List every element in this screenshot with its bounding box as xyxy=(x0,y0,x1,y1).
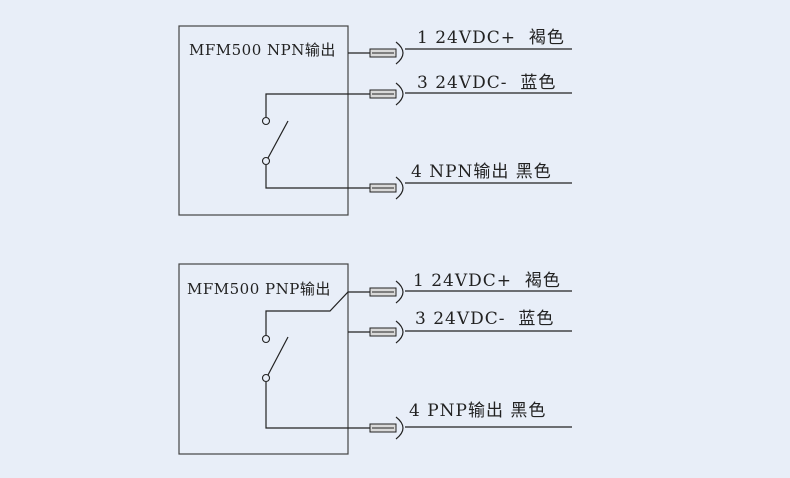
pnp-wire-4-label: 4 PNP输出 黑色 xyxy=(409,401,546,421)
npn-wire-3-internal xyxy=(265,93,370,117)
npn-wire-1-label: 1 24VDC+ 褐色 xyxy=(417,28,565,48)
npn-connector-1 xyxy=(369,41,404,65)
pnp-connector-3 xyxy=(369,320,404,344)
pnp-wire-1-internal xyxy=(265,291,370,336)
pnp-wire-3-label: 3 24VDC- 蓝色 xyxy=(415,309,554,329)
npn-switch-blade xyxy=(267,120,289,159)
npn-wire-3-label: 3 24VDC- 蓝色 xyxy=(417,73,556,93)
pnp-wire-4-internal xyxy=(265,382,370,429)
npn-wire-4-internal xyxy=(265,165,370,189)
pnp-sensor-box xyxy=(178,263,349,455)
npn-wiring-block: MFM500 NPN输出 1 24VD xyxy=(178,25,572,216)
npn-connector-4 xyxy=(369,176,404,200)
pnp-wire-1-label: 1 24VDC+ 褐色 xyxy=(413,271,561,291)
npn-sensor-box xyxy=(178,25,349,216)
pnp-sensor-title: MFM500 PNP输出 xyxy=(187,280,331,298)
npn-switch-terminal-bottom xyxy=(261,156,271,166)
pnp-switch-terminal-top xyxy=(261,334,271,344)
pnp-connector-4 xyxy=(369,416,404,440)
npn-sensor-title: MFM500 NPN输出 xyxy=(189,41,336,59)
npn-switch-terminal-top xyxy=(261,116,271,126)
pnp-switch-blade xyxy=(267,336,289,376)
pnp-connector-1 xyxy=(369,280,404,304)
pnp-switch-terminal-bottom xyxy=(261,373,271,383)
npn-wire-4-label: 4 NPN输出 黑色 xyxy=(411,162,552,182)
pnp-wiring-block: MFM500 PNP输出 1 24VD xyxy=(178,263,572,455)
npn-connector-3 xyxy=(369,82,404,106)
